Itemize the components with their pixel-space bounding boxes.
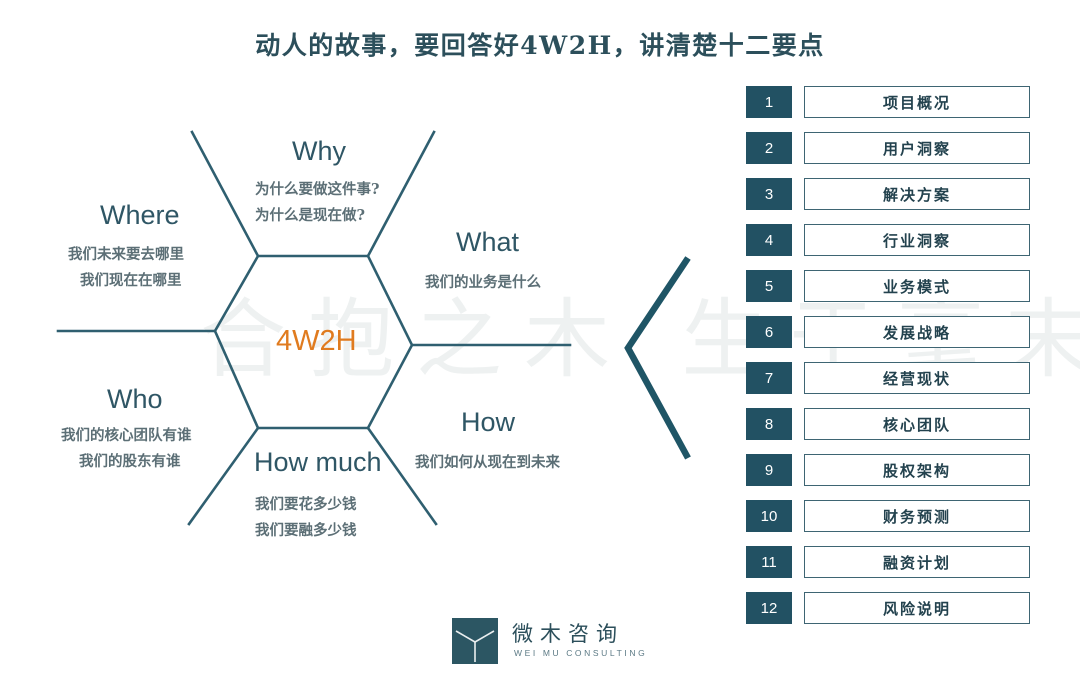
- checklist: 1 项目概况 2 用户洞察 3 解决方案 4 行业洞察 5 业务模式 6 发展战略 7 经营现状 8 核心团队…: [746, 86, 1030, 638]
- branch-sub-how-much: 我们要花多少钱 我们要融多少钱: [255, 492, 357, 544]
- checklist-number-badge: 3: [746, 178, 792, 210]
- page-title: 动人的故事，要回答好4W2H，讲清楚十二要点: [255, 31, 825, 60]
- checklist-item-2[interactable]: 用户洞察: [804, 132, 1030, 164]
- branch-sub-why-line2: 为什么是现在做?: [255, 207, 365, 224]
- checklist-number-badge: 4: [746, 224, 792, 256]
- hex-edge-bottom-right: [366, 343, 414, 430]
- cube-logo-icon: [452, 618, 498, 664]
- branch-sub-where: 我们未来要去哪里 我们现在在哪里: [68, 242, 184, 294]
- checklist-number-badge: 8: [746, 408, 792, 440]
- branch-sub-who: 我们的核心团队有谁 我们的股东有谁: [61, 423, 192, 475]
- brand-text: 微木咨询 WEI MU CONSULTING: [512, 622, 647, 660]
- checklist-row: 12 风险说明: [746, 592, 1030, 624]
- checklist-item-7[interactable]: 经营现状: [804, 362, 1030, 394]
- checklist-row: 2 用户洞察: [746, 132, 1030, 164]
- checklist-item-6[interactable]: 发展战略: [804, 316, 1030, 348]
- checklist-number-badge: 12: [746, 592, 792, 624]
- center-label-4w2h: 4W2H: [276, 325, 357, 357]
- checklist-row: 3 解决方案: [746, 178, 1030, 210]
- checklist-number-badge: 9: [746, 454, 792, 486]
- checklist-number-badge: 7: [746, 362, 792, 394]
- checklist-number-badge: 11: [746, 546, 792, 578]
- checklist-number-badge: 6: [746, 316, 792, 348]
- hex-edge-top-left: [213, 254, 260, 333]
- branch-label-where: Where: [100, 200, 180, 230]
- branch-sub-what-line1: 我们的业务是什么: [425, 274, 541, 291]
- branch-sub-how: 我们如何从现在到未来: [415, 450, 560, 476]
- branch-why: [190, 130, 260, 258]
- branch-sub-how-much-line1: 我们要花多少钱: [255, 496, 357, 513]
- checklist-item-10[interactable]: 财务预测: [804, 500, 1030, 532]
- checklist-row: 11 融资计划: [746, 546, 1030, 578]
- branch-sub-how-much-line2: 我们要融多少钱: [255, 522, 357, 539]
- checklist-row: 6 发展战略: [746, 316, 1030, 348]
- branch-sub-why-line1: 为什么要做这件事?: [255, 181, 380, 198]
- checklist-row: 1 项目概况: [746, 86, 1030, 118]
- chevron-bracket-icon: [624, 256, 691, 460]
- checklist-item-12[interactable]: 风险说明: [804, 592, 1030, 624]
- checklist-row: 8 核心团队: [746, 408, 1030, 440]
- checklist-row: 9 股权架构: [746, 454, 1030, 486]
- checklist-item-3[interactable]: 解决方案: [804, 178, 1030, 210]
- checklist-row: 10 财务预测: [746, 500, 1030, 532]
- checklist-number-badge: 2: [746, 132, 792, 164]
- checklist-item-9[interactable]: 股权架构: [804, 454, 1030, 486]
- branch-label-why: Why: [292, 136, 346, 166]
- checklist-row: 5 业务模式: [746, 270, 1030, 302]
- branch-sub-who-line1: 我们的核心团队有谁: [61, 427, 192, 444]
- branch-what: [366, 130, 436, 258]
- branch-sub-who-line2: 我们的股东有谁: [79, 453, 181, 470]
- checklist-item-8[interactable]: 核心团队: [804, 408, 1030, 440]
- brand-name-cn: 微木咨询: [512, 622, 624, 646]
- branch-sub-where-line1: 我们未来要去哪里: [68, 246, 184, 263]
- hex-edge-top-right: [366, 254, 414, 347]
- branch-sub-what: 我们的业务是什么: [425, 270, 541, 296]
- hex-edge-bottom-left: [213, 329, 260, 430]
- branch-sub-how-line1: 我们如何从现在到未来: [415, 454, 560, 471]
- brand-logo: 微木咨询 WEI MU CONSULTING: [452, 618, 647, 664]
- brand-name-en: WEI MU CONSULTING: [514, 648, 648, 658]
- checklist-item-11[interactable]: 融资计划: [804, 546, 1030, 578]
- fishbone-diagram: [56, 130, 691, 526]
- checklist-item-5[interactable]: 业务模式: [804, 270, 1030, 302]
- branch-label-who: Who: [107, 384, 163, 414]
- branch-how-much: [187, 426, 260, 526]
- branch-sub-why: 为什么要做这件事? 为什么是现在做?: [255, 177, 380, 229]
- checklist-number-badge: 5: [746, 270, 792, 302]
- branch-label-what: What: [456, 227, 520, 257]
- checklist-item-4[interactable]: 行业洞察: [804, 224, 1030, 256]
- checklist-row: 4 行业洞察: [746, 224, 1030, 256]
- branch-sub-where-line2: 我们现在在哪里: [80, 272, 182, 289]
- branch-label-how: How: [461, 407, 516, 437]
- checklist-item-1[interactable]: 项目概况: [804, 86, 1030, 118]
- checklist-row: 7 经营现状: [746, 362, 1030, 394]
- branch-label-how-much: How much: [254, 447, 382, 477]
- checklist-number-badge: 1: [746, 86, 792, 118]
- branch-bottom-right: [366, 426, 438, 526]
- checklist-number-badge: 10: [746, 500, 792, 532]
